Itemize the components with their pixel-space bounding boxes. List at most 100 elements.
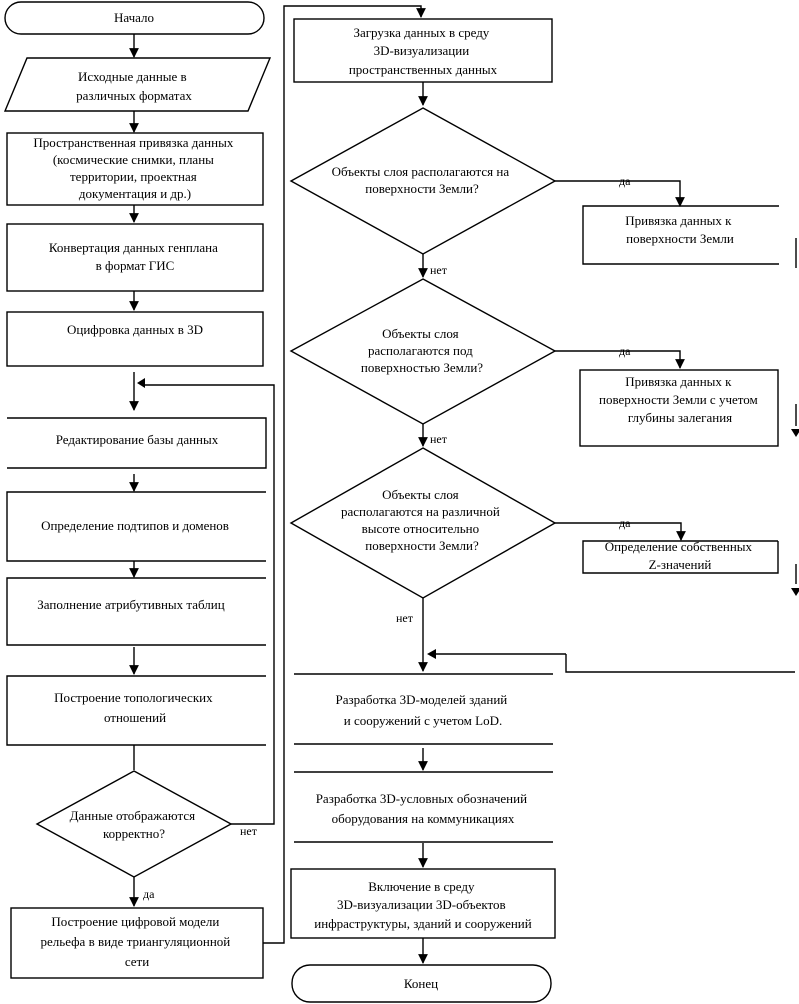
z-values-line-1: Определение собственных (605, 539, 753, 554)
q-height-no-label: нет (396, 611, 414, 625)
dem-process: Построение цифровой модели рельефа в вид… (10, 907, 264, 979)
input-data-block: Исходные данные в различных форматах (3, 57, 272, 112)
svg-text:Построение цифровой модели: Построение цифровой модели рельефа в вид… (41, 914, 234, 969)
edit-db-process: Редактирование базы данных (7, 417, 267, 469)
side-arrowhead-2 (791, 429, 799, 437)
svg-text:Исходные данные в различ: Исходные данные в различных форматах (76, 69, 192, 103)
q-under-no-label: нет (430, 432, 448, 446)
symbols-line-1: Разработка 3D-условных обозначений (316, 791, 527, 806)
svg-text:Конвертация данных генплана: Конвертация данных генплана в формат ГИС (49, 240, 221, 273)
bind-surface-line-2: поверхности Земли (626, 231, 734, 246)
load-line-3: пространственных данных (349, 62, 498, 77)
arrow-qunder-yes (555, 350, 685, 369)
arrow-qheight-yes (555, 522, 686, 541)
q-height-line-1: Объекты слоя (382, 487, 458, 502)
check-yes-label: да (143, 887, 155, 901)
q-height-line-3: высоте относительно (362, 521, 480, 536)
bind-surface-process: Привязка данных к поверхности Земли (582, 205, 779, 265)
include-line-1: Включение в среду (368, 879, 475, 894)
start-terminator: Начало (4, 1, 265, 35)
svg-text:Построение топологических: Построение топологических отношений (54, 690, 216, 725)
models-process: Разработка 3D-моделей зданий и сооружени… (294, 673, 553, 745)
merge-side-line (565, 654, 795, 673)
symbols-process: Разработка 3D-условных обозначений обору… (294, 771, 553, 843)
symbols-line-2: оборудования на коммуникациях (332, 811, 515, 826)
svg-text:Объекты слоя располагаются на: Объекты слоя располагаются на поверхност… (332, 164, 513, 196)
q-height-decision: Объекты слоя располагаются на различной … (289, 447, 557, 599)
q-surface-line-1: Объекты слоя располагаются на (332, 164, 510, 179)
start-label: Начало (114, 10, 154, 25)
input-line-2: различных форматах (76, 88, 192, 103)
arrow-qsurface-yes (555, 180, 685, 207)
loop-no-line (145, 384, 275, 825)
convert-line-1: Конвертация данных генплана (49, 240, 218, 255)
digitize-process: Оцифровка данных в 3D (6, 311, 264, 367)
attributes-label: Заполнение атрибутивных таблиц (37, 597, 224, 612)
q-surface-yes-label: да (619, 174, 631, 188)
svg-text:Привязка данных к поверх: Привязка данных к поверхности Земли (625, 213, 734, 246)
georef-line-1: Пространственная привязка данных (33, 135, 233, 150)
q-height-line-4: поверхности Земли? (365, 538, 479, 553)
georef-line-3: территории, проектная (70, 169, 197, 184)
svg-text:Пространственная привязка данн: Пространственная привязка данных (космич… (33, 135, 236, 201)
connector-left-right (263, 5, 426, 944)
include-line-3: инфраструктуры, зданий и сооружений (314, 916, 531, 931)
subtypes-process: Определение подтипов и доменов (6, 491, 266, 562)
z-values-process: Определение собственных Z-значений (582, 539, 779, 574)
end-label: Конец (404, 976, 438, 991)
q-surface-no-label: нет (430, 263, 448, 277)
q-under-decision: Объекты слоя располагаются под поверхнос… (289, 278, 557, 425)
svg-text:Объекты слоя располагают: Объекты слоя располагаются на различной … (341, 487, 503, 553)
dem-line-2: рельефа в виде триангуляционной (41, 934, 231, 949)
svg-text:Разработка 3D-моделей зданий: Разработка 3D-моделей зданий и сооружени… (336, 692, 511, 728)
q-under-line-3: поверхностью Земли? (361, 360, 483, 375)
merge-arrowhead (427, 649, 436, 659)
z-values-line-2: Z-значений (649, 557, 712, 572)
input-line-1: Исходные данные в (78, 69, 187, 84)
georef-line-4: документация и др.) (79, 186, 191, 201)
svg-text:Привязка данных к поверх: Привязка данных к поверхности Земли с уч… (599, 374, 761, 425)
georef-process: Пространственная привязка данных (космич… (6, 132, 264, 206)
bind-depth-line-3: глубины залегания (628, 410, 732, 425)
attributes-process: Заполнение атрибутивных таблиц (6, 577, 266, 646)
edit-db-label: Редактирование базы данных (56, 432, 219, 447)
load-line-1: Загрузка данных в среду (353, 25, 489, 40)
models-line-2: и сооружений с учетом LoD. (344, 713, 502, 728)
bind-depth-line-2: поверхности Земли с учетом (599, 392, 758, 407)
q-surface-line-2: поверхности Земли? (365, 181, 479, 196)
svg-text:Объекты слоя располагают: Объекты слоя располагаются под поверхнос… (361, 326, 483, 375)
convert-process: Конвертация данных генплана в формат ГИС (6, 223, 264, 292)
svg-text:Загрузка данных в среду: Загрузка данных в среду 3D-визуализации … (349, 25, 498, 77)
topology-line-1: Построение топологических (54, 690, 213, 705)
q-height-line-2: располагаются на различной (341, 504, 500, 519)
svg-text:Включение в среду 3D-ви: Включение в среду 3D-визуализации 3D-объ… (314, 879, 531, 931)
dem-line-1: Построение цифровой модели (51, 914, 219, 929)
georef-line-2: (космические снимки, планы (53, 152, 214, 167)
topology-line-2: отношений (104, 710, 166, 725)
check-decision: Данные отображаются корректно? (35, 770, 233, 878)
include-line-2: 3D-визуализации 3D-объектов (337, 897, 506, 912)
check-line-2: корректно? (103, 826, 165, 841)
q-surface-decision: Объекты слоя располагаются на поверхност… (289, 107, 557, 255)
bind-surface-line-1: Привязка данных к (625, 213, 732, 228)
check-no-label: нет (240, 824, 258, 838)
svg-text:Определение собственных: Определение собственных Z-значений (605, 539, 756, 572)
models-line-1: Разработка 3D-моделей зданий (336, 692, 508, 707)
q-under-line-1: Объекты слоя (382, 326, 458, 341)
include-process: Включение в среду 3D-визуализации 3D-объ… (290, 868, 556, 939)
load-line-2: 3D-визуализации (374, 43, 470, 58)
q-under-line-2: располагаются под (368, 343, 473, 358)
q-height-yes-label: да (619, 516, 631, 530)
end-terminator: Конец (291, 964, 552, 1003)
svg-text:Данные отображаются корр: Данные отображаются корректно? (70, 808, 199, 841)
q-under-yes-label: да (619, 344, 631, 358)
subtypes-label: Определение подтипов и доменов (41, 518, 229, 533)
convert-line-2: в формат ГИС (96, 258, 175, 273)
loop-return-arrowhead (137, 378, 145, 388)
bind-depth-line-1: Привязка данных к (625, 374, 732, 389)
digitize-label: Оцифровка данных в 3D (67, 322, 203, 337)
check-line-1: Данные отображаются (70, 808, 195, 823)
load-process: Загрузка данных в среду 3D-визуализации … (293, 18, 553, 83)
side-arrowhead-3 (791, 588, 799, 596)
